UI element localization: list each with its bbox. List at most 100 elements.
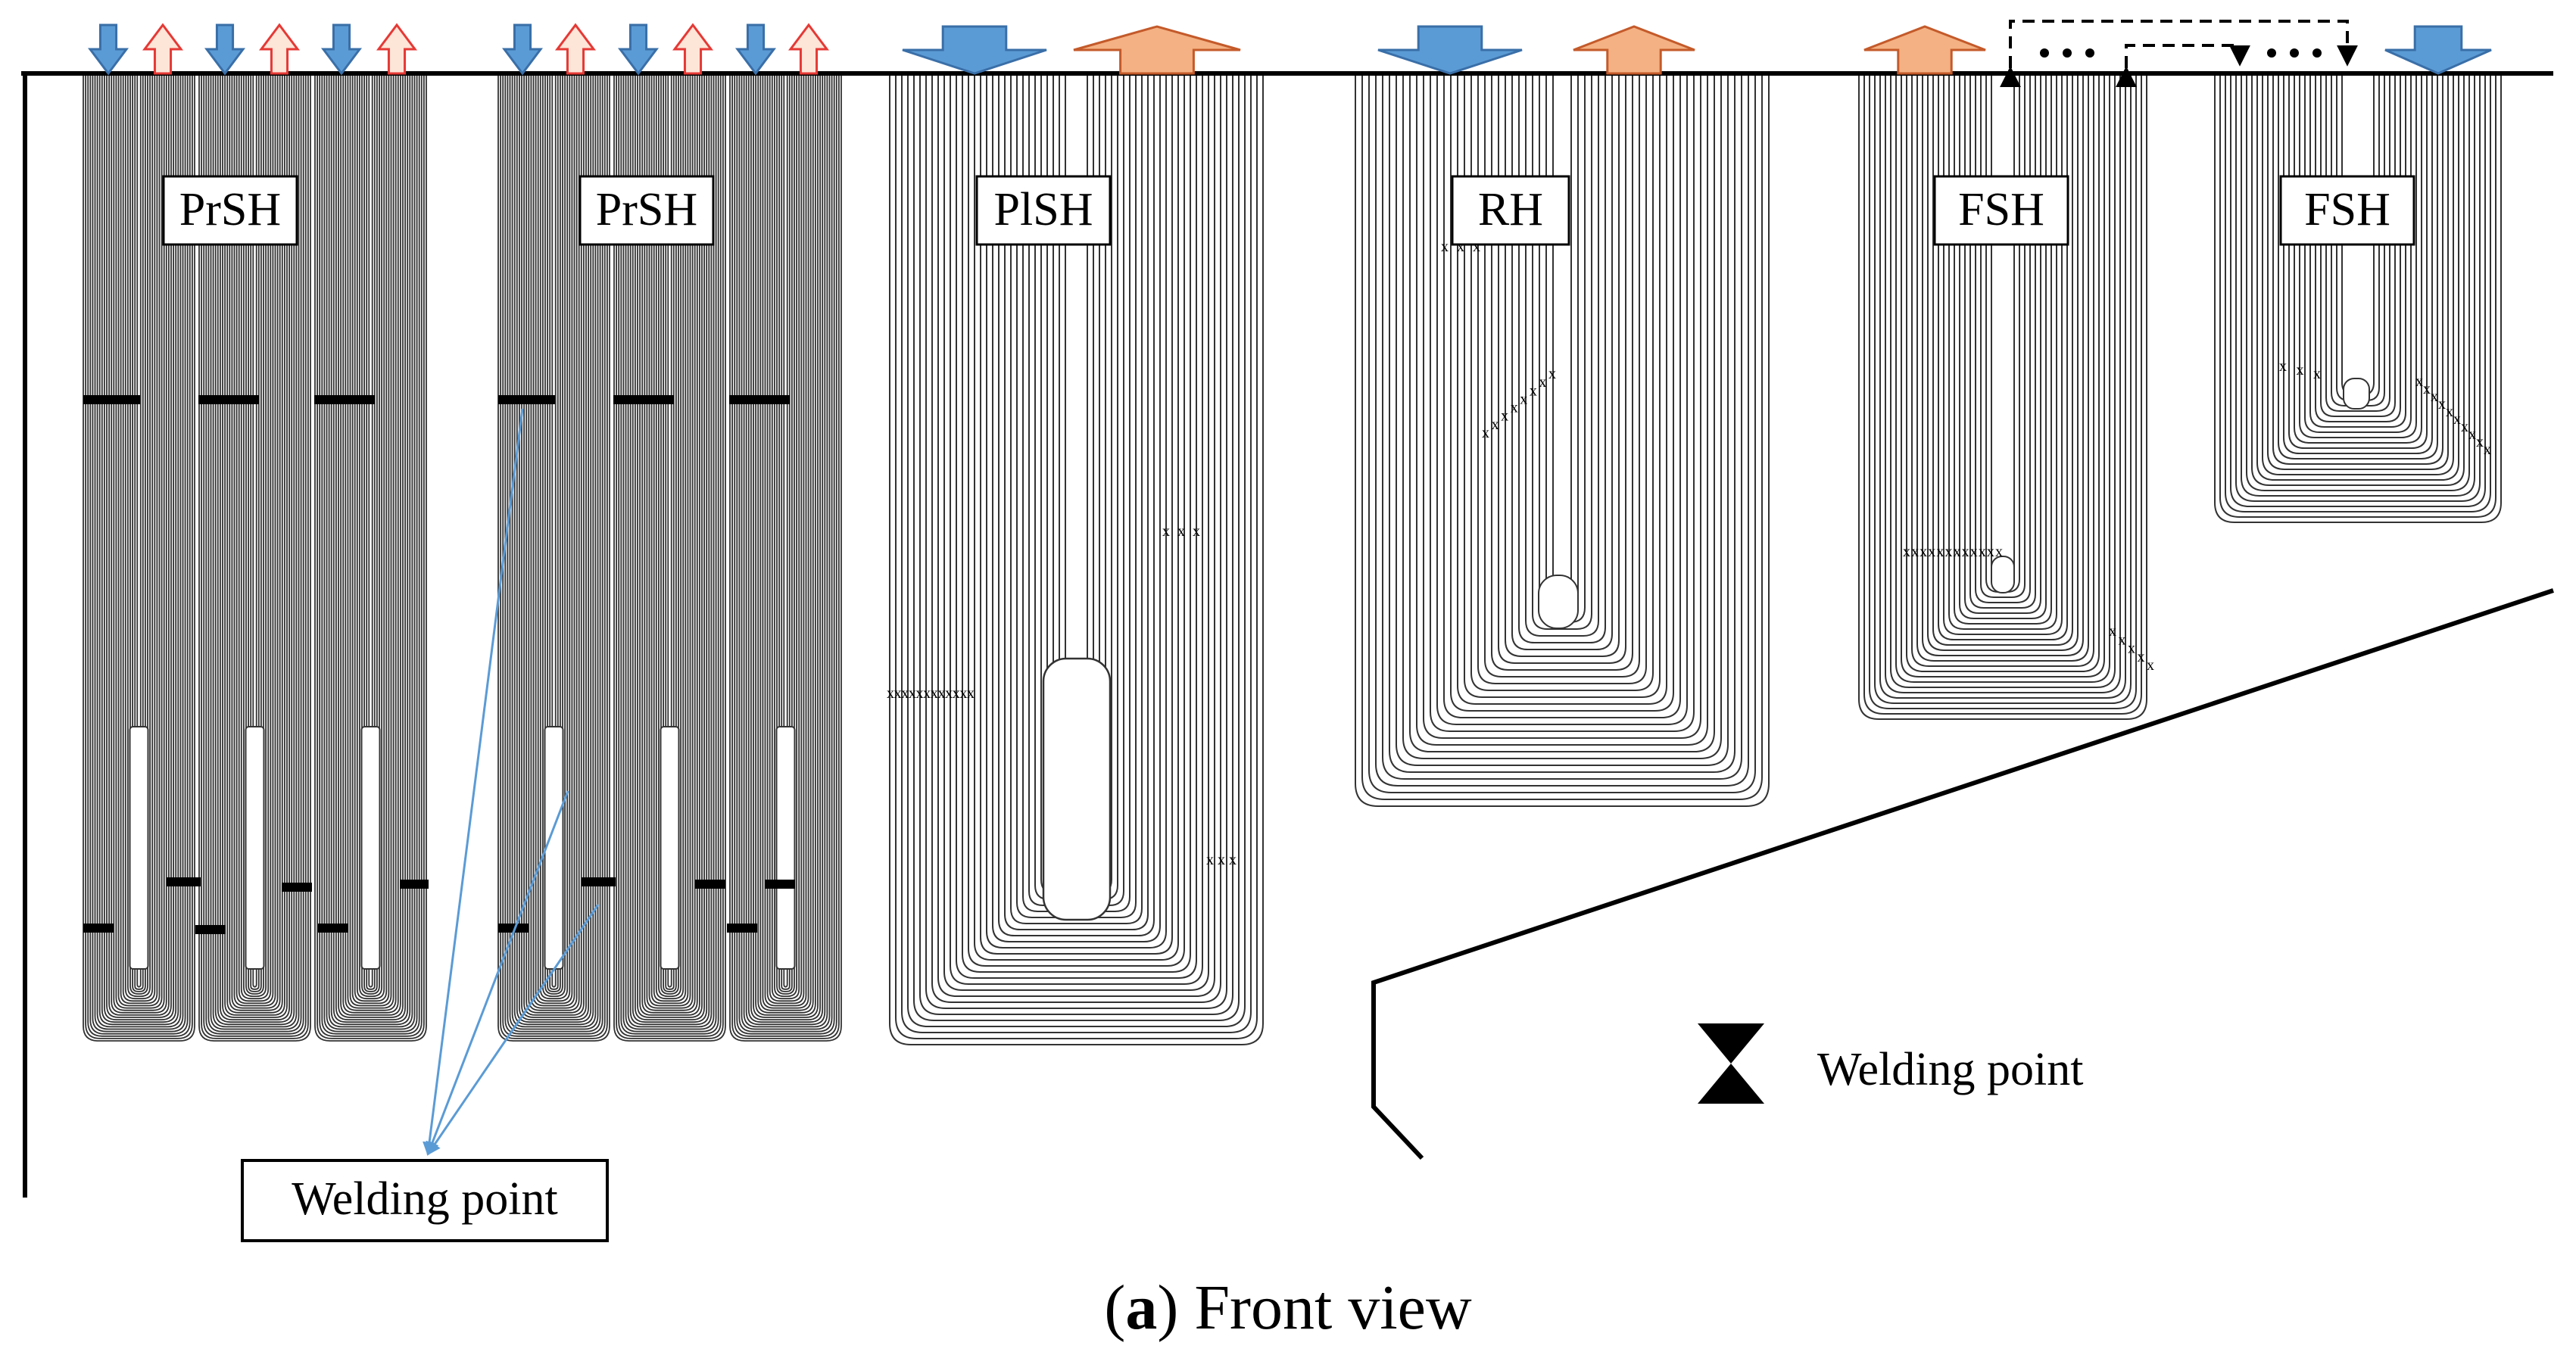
- tube-loop: [625, 76, 715, 1030]
- tube-cavity: [245, 726, 265, 970]
- section-label-box: [1451, 175, 1570, 246]
- tube-loop: [1874, 76, 2132, 704]
- weld-bar: [400, 880, 429, 889]
- tube-loop: [240, 76, 270, 1000]
- tube-loop: [1969, 76, 2036, 609]
- tube-loop: [627, 76, 713, 1028]
- tube-loop: [774, 76, 797, 997]
- tube-loop: [547, 76, 561, 992]
- tube-loop: [89, 76, 189, 1035]
- prsh-2-bank-sub-2: [613, 76, 726, 1042]
- weld-x: x: [2484, 441, 2491, 458]
- tube-loop: [755, 76, 816, 1016]
- weld-x: x: [1229, 852, 1237, 868]
- tube-loop: [106, 76, 172, 1018]
- legend: Welding point: [1698, 1023, 2083, 1104]
- weld-x: x: [1944, 544, 1952, 560]
- tube-loop: [665, 76, 675, 990]
- tube-loop: [1916, 76, 2089, 662]
- tube-loop: [2325, 76, 2390, 412]
- tube-loop: [980, 76, 1173, 955]
- tube-loop: [229, 76, 281, 1011]
- weld-x: x: [1177, 523, 1185, 540]
- tube-loop: [776, 76, 795, 995]
- tube-loop: [549, 76, 559, 990]
- tube-loop: [1464, 76, 1661, 698]
- tube-loop: [1010, 76, 1143, 924]
- tube-loop: [956, 76, 1197, 979]
- tube-loop: [974, 76, 1179, 961]
- tube-loop: [129, 76, 148, 995]
- tube-loop: [1375, 76, 1749, 787]
- weld-x: x: [2415, 373, 2423, 390]
- tube-loop: [542, 76, 566, 997]
- weld-x: x: [931, 685, 938, 702]
- weld-x: x: [2461, 419, 2468, 435]
- plsh-cavity: [1042, 657, 1112, 921]
- tube-loop: [1932, 76, 2073, 646]
- tube-loop: [743, 76, 828, 1028]
- tube-loop: [1906, 76, 2100, 672]
- weld-bar: [729, 395, 790, 404]
- tube-loop: [509, 76, 599, 1030]
- weld-x: x: [1987, 544, 1994, 560]
- hourglass-icon: [1698, 1023, 1764, 1104]
- tube-loop: [771, 76, 800, 1000]
- tube-loop: [1943, 76, 2063, 635]
- section-label-box: [162, 175, 298, 246]
- weld-bar: [167, 877, 201, 886]
- tube-loop: [729, 76, 842, 1042]
- weld-bar: [83, 395, 140, 404]
- tube-loop: [2283, 76, 2433, 454]
- tube-loop: [1402, 76, 1722, 759]
- weld-x: x: [2109, 623, 2116, 640]
- tube-loop: [330, 76, 411, 1026]
- tube-loop: [750, 76, 821, 1020]
- prsh-1-bank-sub-3: [314, 76, 427, 1042]
- outlet-flow-arrow-6: [376, 23, 417, 75]
- tube-loop: [635, 76, 705, 1020]
- tube-loop: [98, 76, 179, 1026]
- tube-loop: [245, 76, 264, 995]
- tube-loop: [537, 76, 571, 1002]
- tube-loop: [220, 76, 290, 1020]
- tube-loop: [2235, 76, 2481, 502]
- weld-x: x: [2476, 434, 2484, 450]
- weld-x: x: [2138, 649, 2145, 665]
- tube-loop: [2214, 76, 2502, 523]
- weld-x: x: [1548, 366, 1556, 382]
- section-label-box: [975, 175, 1112, 246]
- tube-loop: [507, 76, 601, 1033]
- weld-x: x: [887, 685, 894, 702]
- tube-loop: [644, 76, 696, 1011]
- weld-x: x: [894, 685, 902, 702]
- ellipsis-dots: [2040, 48, 2322, 58]
- tube-cavity: [129, 726, 149, 970]
- weld-x: x: [1539, 374, 1546, 391]
- tube-loop: [368, 76, 373, 988]
- tube-loop: [1457, 76, 1667, 705]
- tube-loop: [1511, 76, 1613, 650]
- inlet-flow-arrow-15: [1377, 25, 1523, 75]
- tube-loop: [2320, 76, 2396, 417]
- outlet-flow-arrow-4: [259, 23, 300, 75]
- tube-loop: [338, 76, 404, 1018]
- tube-loop: [925, 76, 1227, 1009]
- tube-loop: [1389, 76, 1736, 773]
- tube-loop: [1518, 76, 1606, 643]
- section-label-prsh-2: PrSH: [579, 175, 715, 246]
- tube-loop: [1545, 76, 1579, 616]
- tube-loop: [335, 76, 406, 1020]
- tube-loop: [731, 76, 840, 1039]
- weld-x: x: [967, 685, 975, 702]
- weld-x: x: [1501, 408, 1508, 425]
- tube-loop: [655, 76, 685, 1000]
- tube-loop: [340, 76, 401, 1016]
- tube-loop: [738, 76, 833, 1033]
- tube-loop: [349, 76, 392, 1007]
- tube-loop: [535, 76, 573, 1005]
- weld-x: x: [2147, 657, 2154, 674]
